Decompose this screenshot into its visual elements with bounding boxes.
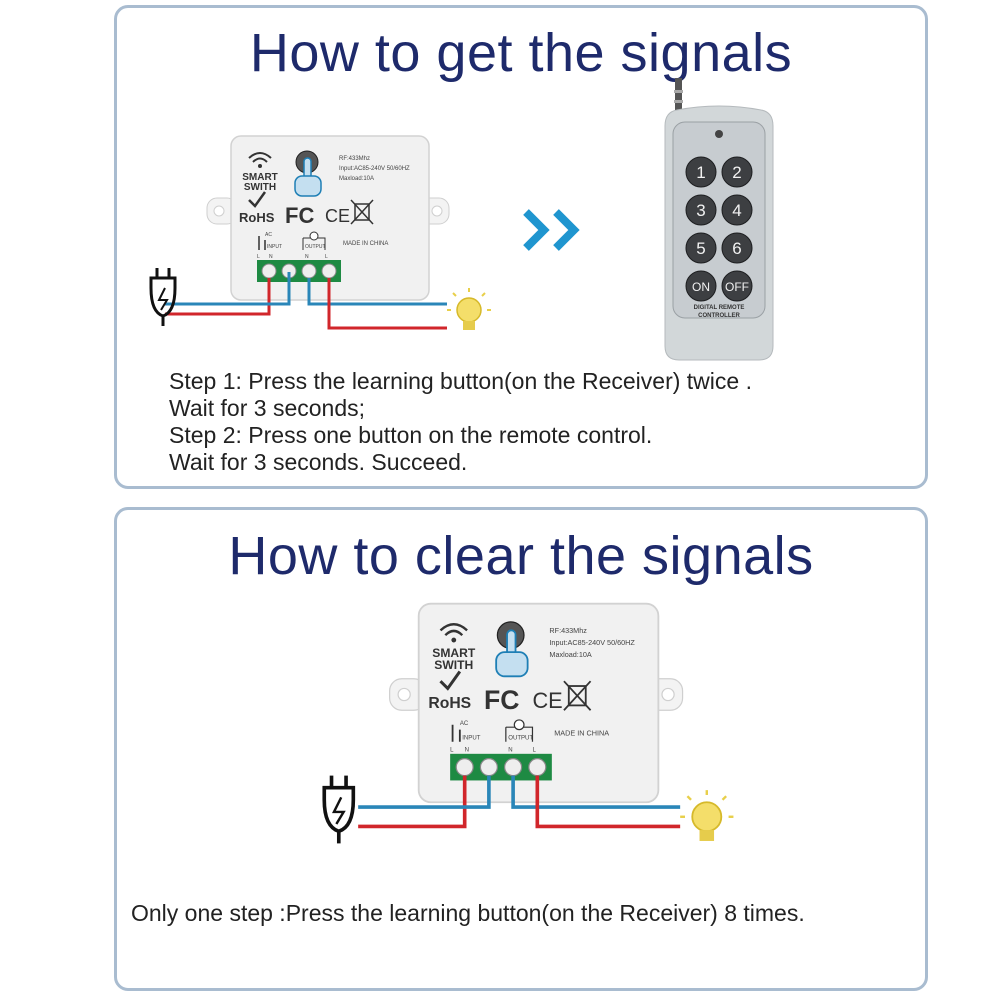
- brand-line2: SWITH: [434, 658, 473, 672]
- terminal-l-in: L: [450, 747, 454, 753]
- wires: [358, 775, 681, 829]
- lamp-symbol-icon: [513, 719, 525, 731]
- rf-spec: RF:433Mhz: [549, 626, 587, 635]
- brand-line2: SWITH: [244, 182, 276, 193]
- remote-button-label: 6: [732, 239, 741, 258]
- remote-label-line2: CONTROLLER: [698, 313, 740, 319]
- step-line: Step 2: Press one button on the remote c…: [169, 422, 653, 448]
- output-label: OUTPUT: [305, 244, 326, 250]
- remote-label-line1: DIGITAL REMOTE: [694, 305, 745, 311]
- remote-button-3[interactable]: 3: [685, 194, 717, 226]
- get-signals-title: How to get the signals: [249, 23, 793, 83]
- made-in-label: MADE IN CHINA: [554, 729, 609, 738]
- terminal-l-in: L: [257, 254, 260, 260]
- input-spec: Input:AC85-240V 50/60HZ: [339, 166, 410, 172]
- brand-line1: SMART: [242, 172, 278, 183]
- output-label: OUTPUT: [508, 735, 533, 741]
- remote-button-on[interactable]: ON: [685, 270, 717, 302]
- power-plug-icon: [149, 268, 177, 326]
- get-steps: Step 1: Press the learning button(on the…: [169, 368, 752, 476]
- terminal-n-out: N: [305, 254, 309, 260]
- maxload-spec: Maxload:10A: [339, 176, 374, 182]
- clear-instruction: Only one step :Press the learning button…: [131, 900, 805, 926]
- power-plug-icon: [322, 775, 356, 844]
- rohs-mark: RoHS: [239, 210, 275, 225]
- ce-mark: CE: [532, 688, 562, 713]
- made-in-label: MADE IN CHINA: [343, 241, 388, 247]
- indicator-led: [715, 130, 723, 138]
- remote-button-1[interactable]: 1: [685, 156, 717, 188]
- remote-button-label: 4: [732, 201, 741, 220]
- remote-button-label: 3: [696, 201, 705, 220]
- terminal-l-out: L: [532, 747, 536, 753]
- remote-control: 1 2 3 4 5 6ON OFF DIGITAL REMOTE CONTROLLER: [664, 78, 774, 361]
- pointing-hand-icon: [495, 629, 529, 678]
- terminal-n-in: N: [465, 747, 469, 753]
- rf-spec: RF:433Mhz: [339, 156, 370, 162]
- remote-button-label: OFF: [725, 280, 749, 294]
- pointing-hand-icon: [294, 157, 322, 197]
- terminal-n-out: N: [508, 747, 512, 753]
- receiver-wiring-diagram: SMART SWITH RF:433Mhz Input:AC85-240V 50…: [149, 135, 491, 330]
- remote-button-off[interactable]: OFF: [721, 270, 753, 302]
- remote-button-6[interactable]: 6: [721, 232, 753, 264]
- terminal-block: [257, 260, 341, 282]
- remote-button-label: 5: [696, 239, 705, 258]
- ac-label: AC: [265, 232, 272, 238]
- wires: [165, 272, 447, 330]
- light-bulb-icon: [680, 790, 734, 841]
- input-label: INPUT: [462, 735, 480, 741]
- checkmark-icon: [439, 670, 462, 691]
- step-line: Wait for 3 seconds. Succeed.: [169, 449, 468, 475]
- clear-signals-title: How to clear the signals: [228, 526, 814, 586]
- maxload-spec: Maxload:10A: [549, 650, 591, 659]
- terminal-n-in: N: [269, 254, 273, 260]
- step-line: Step 1: Press the learning button(on the…: [169, 368, 752, 394]
- input-label: INPUT: [267, 244, 282, 250]
- remote-button-4[interactable]: 4: [721, 194, 753, 226]
- fc-mark: FC: [285, 203, 314, 228]
- ce-mark: CE: [325, 206, 350, 226]
- fc-mark: FC: [484, 685, 520, 715]
- terminal-l-out: L: [325, 254, 328, 260]
- rohs-mark: RoHS: [428, 695, 471, 712]
- brand-line1: SMART: [432, 646, 476, 660]
- wifi-icon: [439, 623, 468, 643]
- weee-bin-icon: [350, 199, 374, 225]
- receiver-wiring-diagram: SMART SWITH RF:433Mhz Input:AC85-240V 50…: [322, 602, 734, 844]
- remote-keypad: 1 2 3 4 5 6ON OFF: [685, 156, 753, 302]
- remote-button-2[interactable]: 2: [721, 156, 753, 188]
- remote-button-label: 2: [732, 163, 741, 182]
- get-signals-panel: How to get the signals SMART SWITH RF:43…: [114, 5, 928, 489]
- remote-button-label: ON: [692, 280, 710, 294]
- lamp-symbol-icon: [309, 231, 319, 241]
- wifi-icon: [248, 152, 272, 168]
- remote-button-5[interactable]: 5: [685, 232, 717, 264]
- checkmark-icon: [248, 191, 267, 208]
- input-spec: Input:AC85-240V 50/60HZ: [549, 638, 635, 647]
- step-line: Wait for 3 seconds;: [169, 395, 366, 421]
- weee-bin-icon: [563, 680, 592, 711]
- ac-label: AC: [460, 721, 469, 727]
- double-chevron-arrow-icon: [523, 209, 580, 251]
- light-bulb-icon: [447, 288, 491, 330]
- clear-signals-panel: How to clear the signals SMART SWITH RF:…: [114, 507, 928, 991]
- remote-button-label: 1: [696, 163, 705, 182]
